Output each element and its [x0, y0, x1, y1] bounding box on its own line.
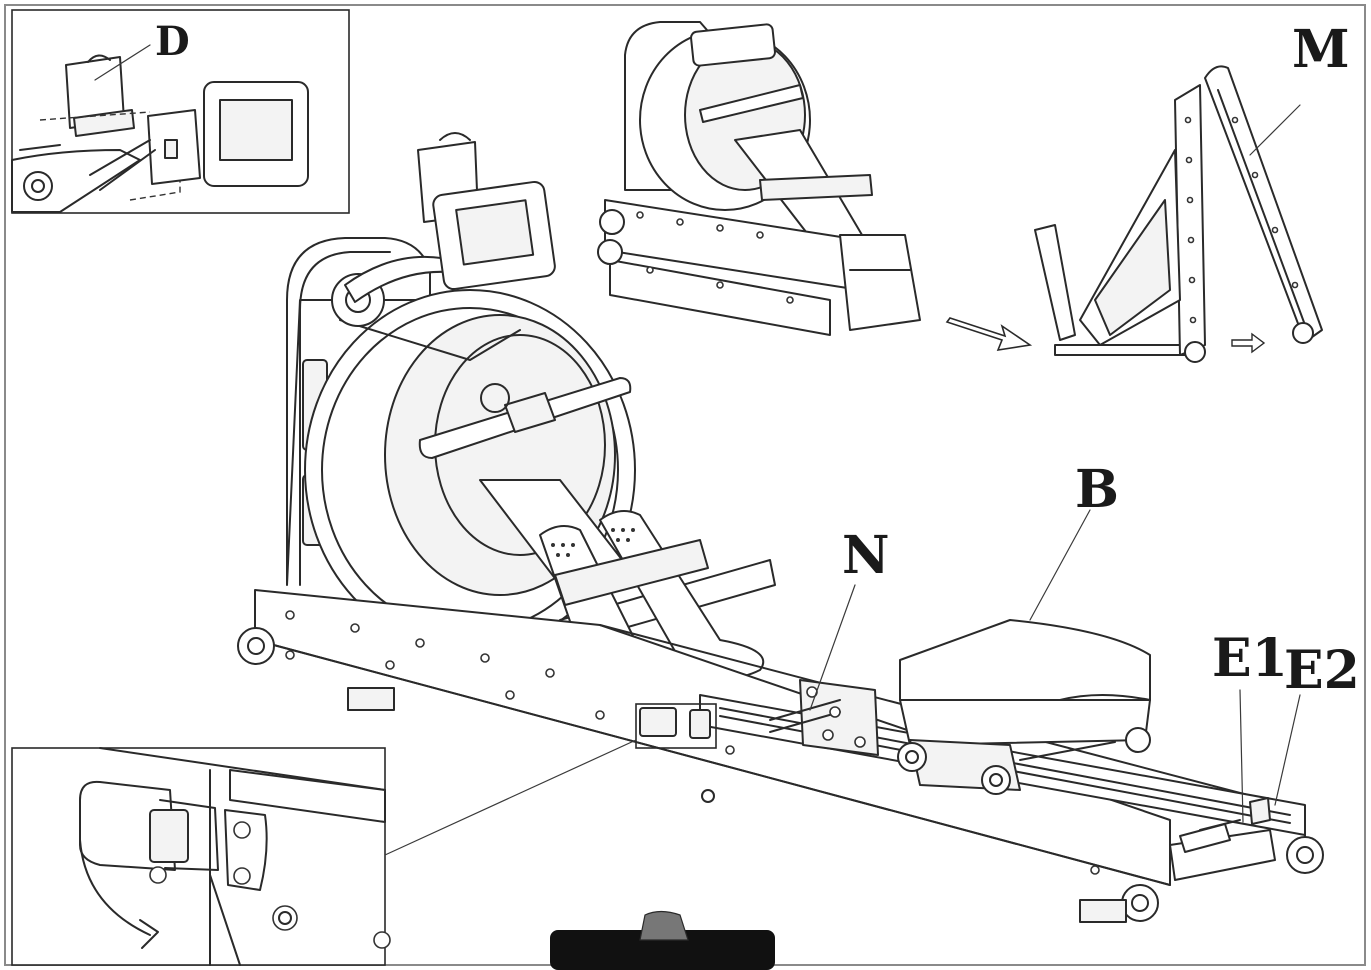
- inset-latch-detail: [11, 747, 391, 966]
- leader-e1: [1239, 689, 1244, 823]
- leader-b: [1029, 509, 1091, 621]
- small-right-arrow: [1231, 332, 1266, 354]
- label-n: N: [842, 525, 890, 586]
- label-e1: E1: [1212, 628, 1288, 689]
- latch-callout-frame: [635, 703, 717, 749]
- leader-n: [809, 584, 856, 711]
- leader-d: [94, 44, 151, 81]
- label-e2: E2: [1284, 640, 1360, 701]
- fold-arrow: [945, 317, 1033, 352]
- folded-upright-view: [1034, 65, 1323, 363]
- leader-e2: [1274, 694, 1301, 806]
- label-m: M: [1292, 19, 1350, 80]
- folding-step-perspective: [597, 21, 921, 336]
- label-b: B: [1075, 459, 1119, 520]
- callout-connector: [384, 739, 637, 856]
- leader-m: [1249, 104, 1301, 156]
- bottom-phone-holder: [550, 910, 775, 970]
- main-rowing-machine: [237, 132, 1324, 923]
- label-d: D: [155, 18, 190, 65]
- inset-monitor-mount: [11, 9, 350, 214]
